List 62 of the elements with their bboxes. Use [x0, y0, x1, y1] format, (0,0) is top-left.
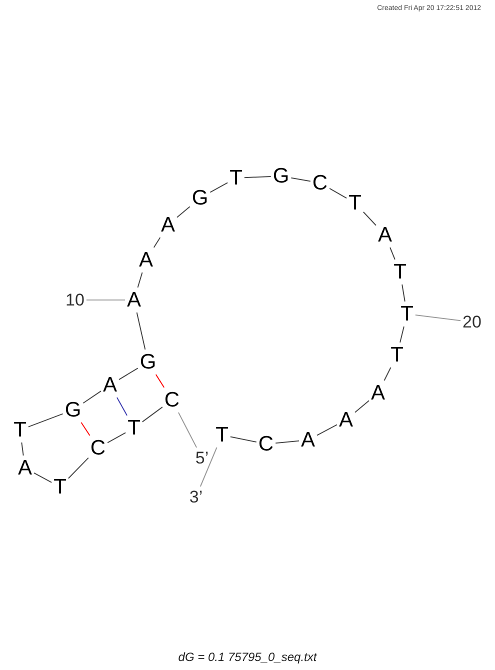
nucleotide-letter: T: [128, 418, 140, 438]
connector-line: [200, 447, 218, 487]
connector-line: [275, 440, 300, 444]
connector-line: [400, 326, 404, 343]
caption: dG = 0.1 75795_0_seq.txt: [177, 649, 318, 666]
connector-line: [178, 412, 198, 448]
position-label: 3’: [189, 488, 203, 506]
connector-line: [118, 368, 138, 380]
connector-line: [329, 188, 348, 199]
base-pair-line: [116, 397, 128, 416]
connector-line: [414, 314, 462, 322]
nucleotide-letter: A: [139, 250, 153, 270]
nucleotide-letter: G: [64, 400, 82, 420]
nucleotide-letter: A: [18, 458, 32, 478]
connector-line: [230, 436, 257, 443]
nucleotide-letter: C: [312, 172, 328, 194]
nucleotide-letter: T: [400, 304, 414, 324]
nucleotide-letter: T: [14, 420, 26, 440]
nucleotide-letter: A: [127, 290, 141, 310]
nucleotide-letter: C: [164, 390, 180, 410]
nucleotide-letter: A: [161, 214, 175, 236]
connector-line: [28, 413, 64, 428]
connector-line: [137, 272, 143, 288]
nucleotide-letter: C: [90, 438, 106, 458]
connector-line: [142, 406, 163, 422]
nucleotide-letter: T: [54, 476, 66, 498]
nucleotide-letter: A: [301, 430, 315, 450]
connector-line: [82, 390, 102, 404]
base-pair-line: [155, 374, 165, 388]
nucleotide-letter: T: [390, 344, 404, 366]
nucleotide-letter: G: [140, 352, 156, 372]
nucleotide-letter: T: [394, 262, 406, 282]
position-label: 10: [66, 292, 84, 308]
connector-line: [316, 424, 338, 436]
nucleotide-letter: A: [371, 382, 385, 404]
connector-line: [153, 237, 161, 248]
connector-line: [68, 457, 89, 479]
connector-line: [290, 177, 311, 182]
connector-line: [21, 442, 24, 456]
nucleotide-letter: T: [348, 192, 362, 214]
position-label: 20: [462, 314, 482, 330]
connector-line: [136, 312, 146, 350]
connector-line: [362, 211, 376, 226]
position-label: 5’: [195, 450, 209, 466]
connector-line: [244, 176, 272, 178]
connector-line: [176, 206, 190, 218]
connector-line: [402, 284, 406, 302]
nucleotide-letter: T: [230, 168, 242, 188]
nucleotide-letter: T: [216, 424, 228, 446]
nucleotide-letter: A: [378, 224, 392, 246]
connector-line: [384, 367, 392, 381]
connector-line: [210, 182, 228, 193]
nucleotide-letter: A: [339, 410, 353, 430]
connector-line: [34, 472, 52, 483]
nucleotide-letter: A: [103, 374, 117, 396]
connector-line: [354, 400, 370, 413]
nucleotide-letter: C: [258, 434, 274, 454]
nucleotide-letter: G: [192, 188, 208, 208]
nucleotide-letter: G: [272, 166, 290, 186]
base-pair-line: [80, 422, 90, 436]
connector-line: [107, 432, 126, 444]
connector-line: [390, 247, 396, 260]
